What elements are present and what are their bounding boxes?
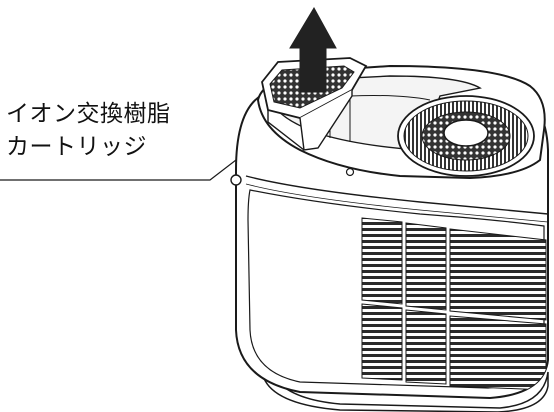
callout-label-line1: イオン交換樹脂: [6, 101, 171, 127]
front-screw: [345, 167, 355, 177]
callout-label-line2: カートリッジ: [6, 134, 147, 160]
upper-seam: [245, 175, 549, 215]
up-arrow-icon: [289, 6, 337, 93]
humidifier-base: [261, 357, 549, 412]
callout-leader-line: [0, 139, 263, 181]
side-latch: [230, 174, 242, 186]
front-grille: [361, 217, 547, 391]
callout-label: イオン交換樹脂 カートリッジ: [6, 98, 171, 164]
fan-vent-center: [443, 119, 489, 147]
